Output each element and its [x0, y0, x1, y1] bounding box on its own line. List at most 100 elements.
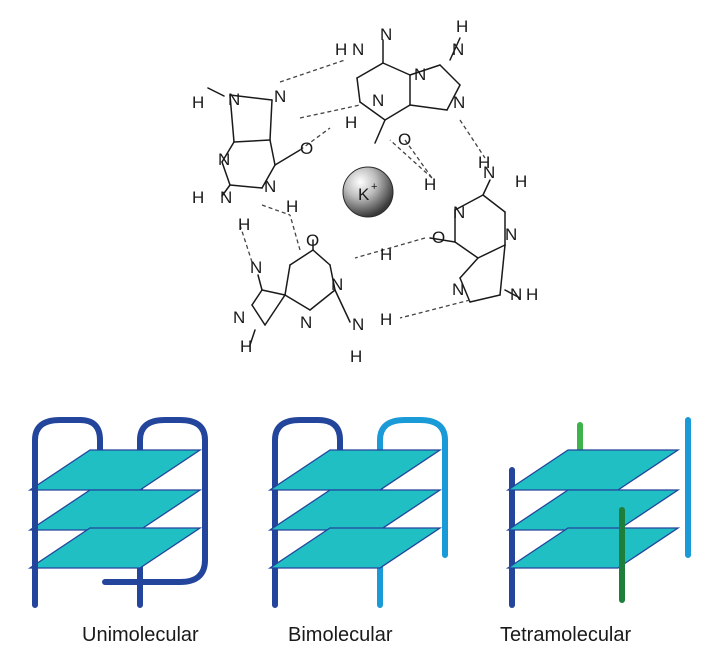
- covalent-bond: [374, 119, 386, 144]
- hydrogen-bond: [289, 214, 301, 251]
- covalent-bond: [274, 149, 301, 166]
- topology-diagrams: [27, 417, 691, 608]
- hydrogen-atom: H: [380, 245, 392, 264]
- dna-strand: [102, 417, 208, 608]
- dna-strand: [272, 417, 343, 608]
- covalent-bond: [229, 94, 273, 101]
- covalent-bond: [233, 139, 271, 143]
- hydrogen-bond: [354, 237, 426, 259]
- covalent-bond: [334, 289, 351, 323]
- hydrogen-atom: H: [345, 113, 357, 132]
- hydrogen-atom: H: [424, 175, 436, 194]
- dna-strand: [377, 417, 448, 608]
- covalent-bond: [207, 87, 225, 97]
- guanine-tetrad-plane: [27, 449, 203, 491]
- covalent-bond: [269, 99, 273, 141]
- covalent-bond: [482, 179, 491, 196]
- covalent-bond: [269, 139, 276, 166]
- covalent-bond: [454, 194, 484, 211]
- nitrogen-atom: N: [250, 258, 262, 277]
- hydrogen-atom: H: [238, 215, 250, 234]
- covalent-bond: [261, 289, 286, 296]
- nitrogen-atom: N: [352, 40, 364, 59]
- covalent-bond: [409, 64, 441, 76]
- nitrogen-atom: N: [300, 313, 312, 332]
- covalent-bond: [251, 289, 263, 306]
- quartet-bonds: [207, 37, 521, 346]
- covalent-bond: [221, 141, 235, 163]
- nitrogen-atom: N: [510, 285, 522, 304]
- hydrogen-bond: [399, 299, 471, 319]
- hydrogen-atom: H: [192, 93, 204, 112]
- oxygen-atom: O: [300, 139, 313, 158]
- hydrogen-bond: [299, 104, 361, 119]
- covalent-bond: [359, 101, 386, 121]
- hydrogen-bond: [261, 204, 291, 216]
- nitrogen-atom: N: [452, 280, 464, 299]
- covalent-bond: [469, 294, 501, 303]
- covalent-bond: [454, 241, 479, 259]
- covalent-bond: [221, 161, 231, 186]
- covalent-bond: [264, 294, 286, 326]
- hydrogen-atom: H: [286, 197, 298, 216]
- hydrogen-bond: [279, 59, 346, 83]
- guanine-tetrad-plane: [505, 489, 681, 531]
- guanine-tetrad-plane: [505, 449, 681, 491]
- dna-strand: [32, 417, 103, 608]
- hydrogen-atom: H: [526, 285, 538, 304]
- hydrogen-atom: H: [350, 347, 362, 366]
- covalent-bond: [249, 329, 256, 346]
- covalent-bond: [409, 104, 448, 111]
- unimolecular-quadruplex: [27, 417, 208, 608]
- bimolecular-quadruplex: [267, 417, 448, 608]
- hydrogen-bond: [459, 119, 486, 159]
- covalent-bond: [309, 289, 336, 311]
- covalent-bond: [356, 77, 361, 103]
- nitrogen-atom: N: [453, 203, 465, 222]
- oxygen-atom: O: [306, 231, 319, 250]
- hydrogen-atom: H: [456, 17, 468, 36]
- guanine-tetrad-plane: [27, 489, 203, 531]
- nitrogen-atom: N: [264, 177, 276, 196]
- covalent-bond: [257, 274, 263, 291]
- ion-label: K: [358, 185, 370, 204]
- hydrogen-bond: [404, 139, 433, 179]
- covalent-bond: [251, 304, 266, 326]
- quartet-hydrogen-bonds: [239, 59, 486, 319]
- hydrogen-bond: [389, 139, 433, 179]
- nitrogen-atom: N: [453, 93, 465, 112]
- oxygen-atom: O: [432, 228, 445, 247]
- covalent-bond: [504, 289, 521, 299]
- nitrogen-atom: N: [483, 163, 495, 182]
- covalent-bond: [446, 84, 461, 111]
- nitrogen-atom: N: [220, 188, 232, 207]
- nitrogen-atom: N: [233, 308, 245, 327]
- guanine-tetrad-plane: [267, 489, 443, 531]
- nitrogen-atom: N: [274, 87, 286, 106]
- covalent-bond: [229, 184, 263, 189]
- guanine-tetrad-plane: [505, 527, 681, 569]
- nitrogen-atom: N: [372, 91, 384, 110]
- nitrogen-atom: N: [218, 150, 230, 169]
- covalent-bond: [449, 37, 461, 61]
- covalent-bond: [229, 94, 235, 143]
- covalent-bond: [284, 264, 291, 296]
- nitrogen-atom: N: [505, 225, 517, 244]
- caption-bimolecular: Bimolecular: [288, 624, 393, 646]
- covalent-bond: [477, 244, 506, 259]
- guanine-tetrad-plane: [267, 527, 443, 569]
- potassium-ion: K +: [342, 166, 394, 218]
- covalent-bond: [312, 249, 331, 266]
- nitrogen-atom: N: [228, 90, 240, 109]
- hydrogen-atom: H: [335, 40, 347, 59]
- hydrogen-bond: [299, 127, 331, 151]
- hydrogen-atom: H: [478, 153, 490, 172]
- hydrogen-atom: H: [380, 310, 392, 329]
- nitrogen-atom: N: [452, 40, 464, 59]
- covalent-bond: [429, 237, 456, 243]
- hydrogen-atom: H: [240, 337, 252, 356]
- ion-charge: +: [371, 181, 377, 193]
- covalent-bond: [482, 194, 506, 213]
